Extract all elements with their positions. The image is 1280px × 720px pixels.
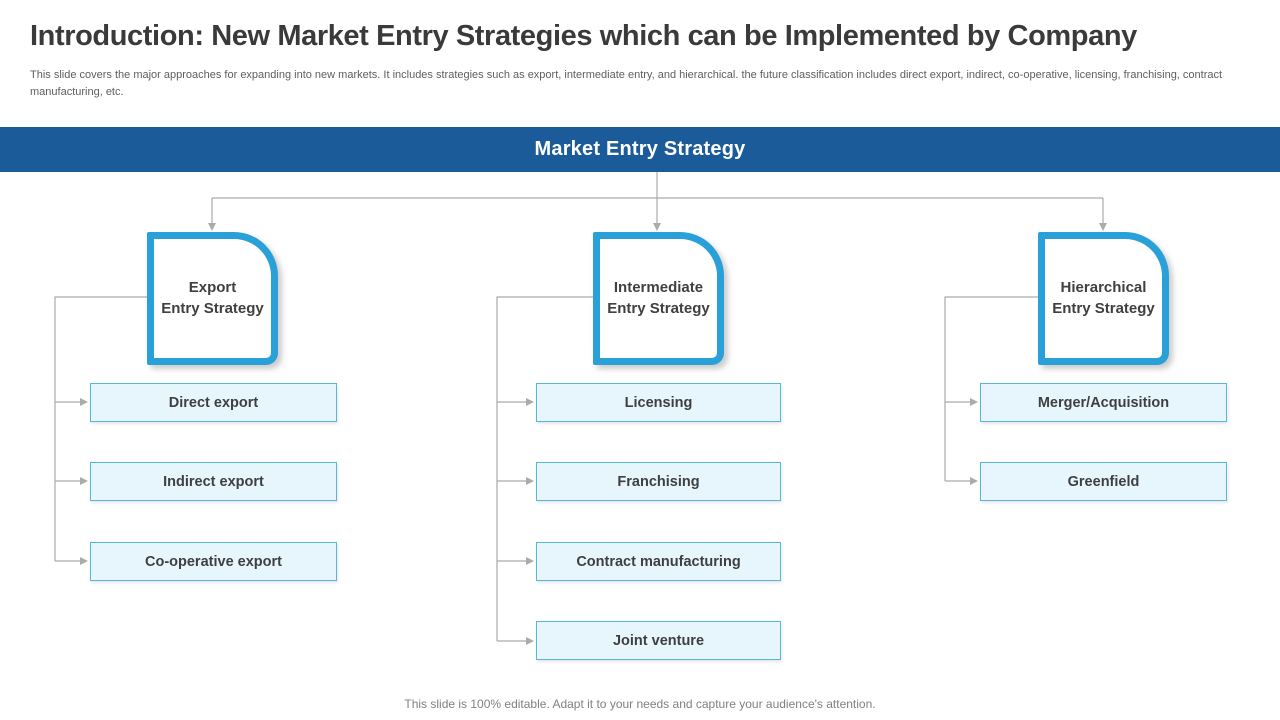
arrowhead-right-icon [80, 398, 88, 406]
item-box-indirect-export: Indirect export [90, 462, 337, 501]
arrowhead-right-icon [970, 477, 978, 485]
arrowhead-right-icon [526, 477, 534, 485]
slide-footer-note: This slide is 100% editable. Adapt it to… [404, 697, 876, 711]
root-banner-label: Market Entry Strategy [534, 138, 746, 160]
arrowhead-right-icon [526, 637, 534, 645]
item-box-cooperative-export: Co-operative export [90, 542, 337, 581]
parent-box-label-line1: Hierarchical [1060, 279, 1147, 297]
parent-box-label-line1: Intermediate [613, 279, 704, 297]
item-box-merger-acquisition: Merger/Acquisition [980, 383, 1227, 422]
slide-subtitle: This slide covers the major approaches f… [30, 69, 1223, 98]
arrowhead-down-icon [1099, 223, 1107, 231]
parent-box-intermediate-entry-strategy: Intermediate Entry Strategy [593, 232, 724, 365]
parent-box-label-line2: Entry Strategy [161, 299, 264, 317]
arrowhead-right-icon [80, 557, 88, 565]
item-box-joint-venture: Joint venture [536, 621, 781, 660]
item-box-direct-export: Direct export [90, 383, 337, 422]
parent-box-label-line1: Export [188, 279, 237, 297]
arrowhead-right-icon [526, 557, 534, 565]
item-box-contract-manufacturing: Contract manufacturing [536, 542, 781, 581]
arrowhead-right-icon [526, 398, 534, 406]
connector-trunk-export [54, 296, 147, 561]
item-box-greenfield: Greenfield [980, 462, 1227, 501]
item-box-franchising: Franchising [536, 462, 781, 501]
parent-box-export-entry-strategy: Export Entry Strategy [147, 232, 278, 365]
parent-box-label-line2: Entry Strategy [1052, 299, 1155, 317]
arrowhead-down-icon [653, 223, 661, 231]
arrowhead-down-icon [208, 223, 216, 231]
item-box-licensing: Licensing [536, 383, 781, 422]
page-title: Introduction: New Market Entry Strategie… [30, 20, 1137, 52]
root-banner: Market Entry Strategy [0, 127, 1280, 172]
arrowhead-right-icon [970, 398, 978, 406]
parent-box-hierarchical-entry-strategy: Hierarchical Entry Strategy [1038, 232, 1169, 365]
arrowhead-right-icon [80, 477, 88, 485]
parent-box-label-line2: Entry Strategy [607, 299, 710, 317]
